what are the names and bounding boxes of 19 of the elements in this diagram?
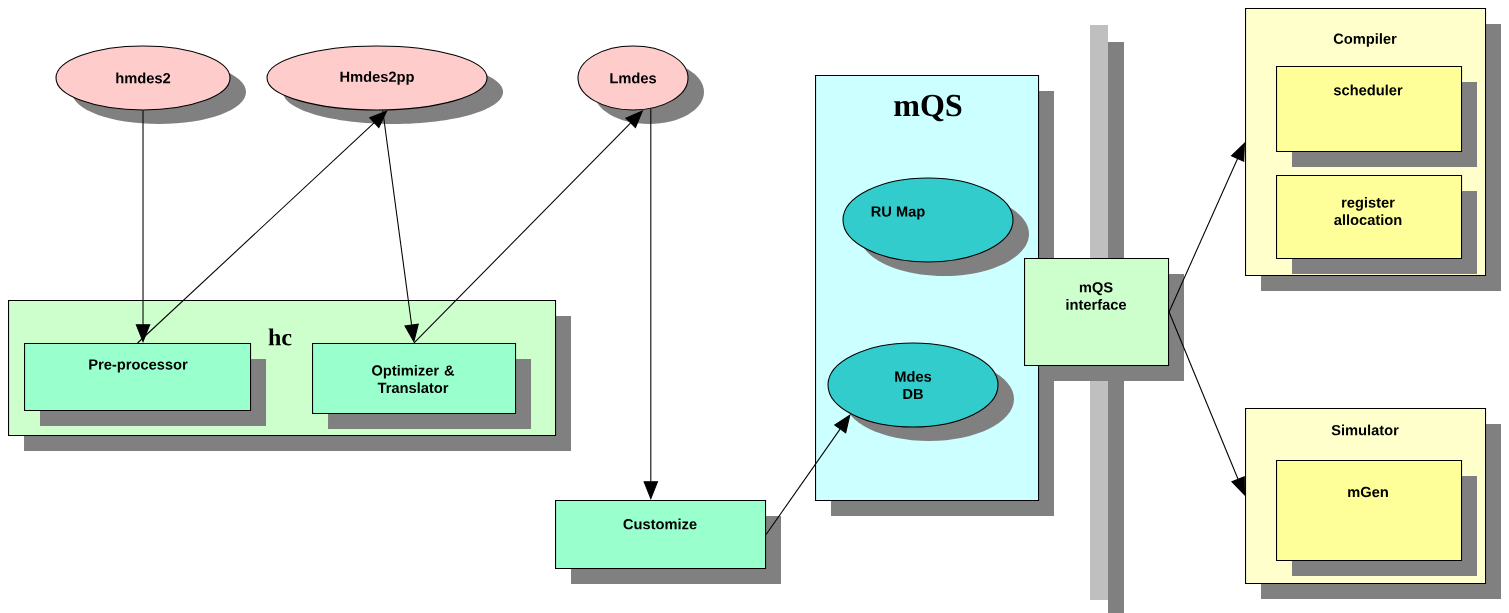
arrow [643, 108, 659, 500]
arrow [135, 110, 151, 343]
process-box: Optimizer & Translator [312, 343, 531, 429]
module-box: mGen [1276, 460, 1477, 576]
arrow [1168, 311, 1245, 496]
arrow [382, 109, 419, 343]
module-box: register allocation [1276, 175, 1477, 274]
module-box: scheduler [1276, 66, 1477, 167]
process-box: Pre-processor [24, 343, 266, 426]
arrow [765, 414, 851, 536]
ellipse-node: Mdes DB [827, 342, 1014, 441]
ellipse-node: hmdes2 [55, 45, 246, 124]
interface-box: mQS interface [1024, 258, 1184, 381]
ellipse-node: RU Map [842, 177, 1029, 276]
arrow [1168, 142, 1245, 313]
node-label: register allocation [1334, 196, 1402, 226]
ellipse-node: Hmdes2pp [266, 45, 503, 124]
ellipse-node: Lmdes [577, 45, 704, 124]
process-box: Customize [555, 500, 781, 584]
